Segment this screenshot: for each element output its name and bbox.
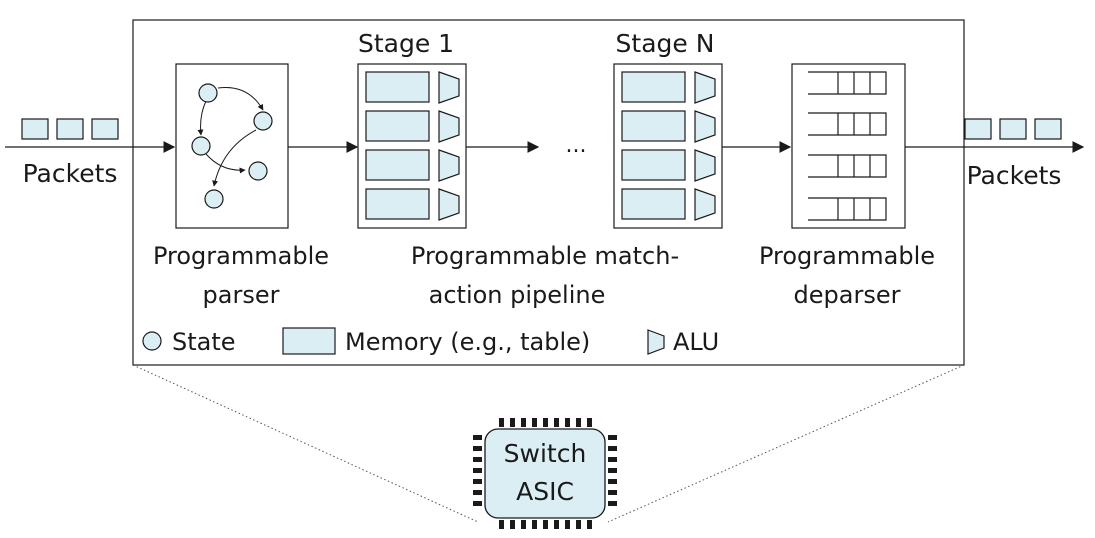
deparser-caption-line1: Programmable	[759, 242, 935, 270]
stage-n-label: Stage N	[616, 29, 715, 58]
stage-1-block	[357, 63, 467, 229]
packets-out-label: Packets	[967, 161, 1062, 190]
legend-memory-icon	[282, 327, 336, 355]
chip-body	[484, 428, 606, 519]
legend-state-icon	[142, 331, 162, 351]
legend-alu-label: ALU	[673, 328, 719, 356]
switch-asic-chip: Switch ASIC	[473, 418, 617, 529]
parser-block	[175, 63, 289, 229]
deparser-block	[791, 63, 906, 229]
legend: State Memory (e.g., table) ALU	[142, 327, 719, 356]
zoom-line-left	[132, 364, 479, 523]
zoom-line-right	[607, 364, 965, 523]
legend-memory-label: Memory (e.g., table)	[345, 328, 590, 356]
stage-1-label: Stage 1	[358, 29, 454, 58]
stage-n-block	[613, 63, 723, 229]
deparser-queue-3	[808, 154, 887, 178]
legend-alu-icon	[647, 329, 665, 355]
chip-pins-left	[473, 435, 482, 506]
chip-label-line2: ASIC	[516, 477, 574, 506]
deparser-queue-2	[808, 112, 887, 136]
chip-label-line1: Switch	[504, 439, 587, 468]
output-packets	[964, 118, 1062, 140]
parser-caption-line2: parser	[203, 281, 280, 309]
pipeline-caption-line2: action pipeline	[429, 281, 606, 309]
ellipsis-label: ...	[566, 133, 587, 158]
deparser-queue-4	[808, 197, 887, 221]
legend-state-label: State	[172, 328, 236, 356]
chip-pins-right	[608, 435, 617, 506]
deparser-caption-line2: deparser	[794, 281, 901, 309]
chip-pins-bottom	[499, 520, 592, 529]
packets-in-label: Packets	[23, 159, 118, 188]
pipeline-caption-line1: Programmable match-	[411, 242, 679, 270]
input-packets	[21, 118, 119, 140]
chip-pins-top	[499, 418, 592, 427]
parser-caption-line1: Programmable	[153, 242, 329, 270]
deparser-queue-1	[808, 71, 887, 95]
